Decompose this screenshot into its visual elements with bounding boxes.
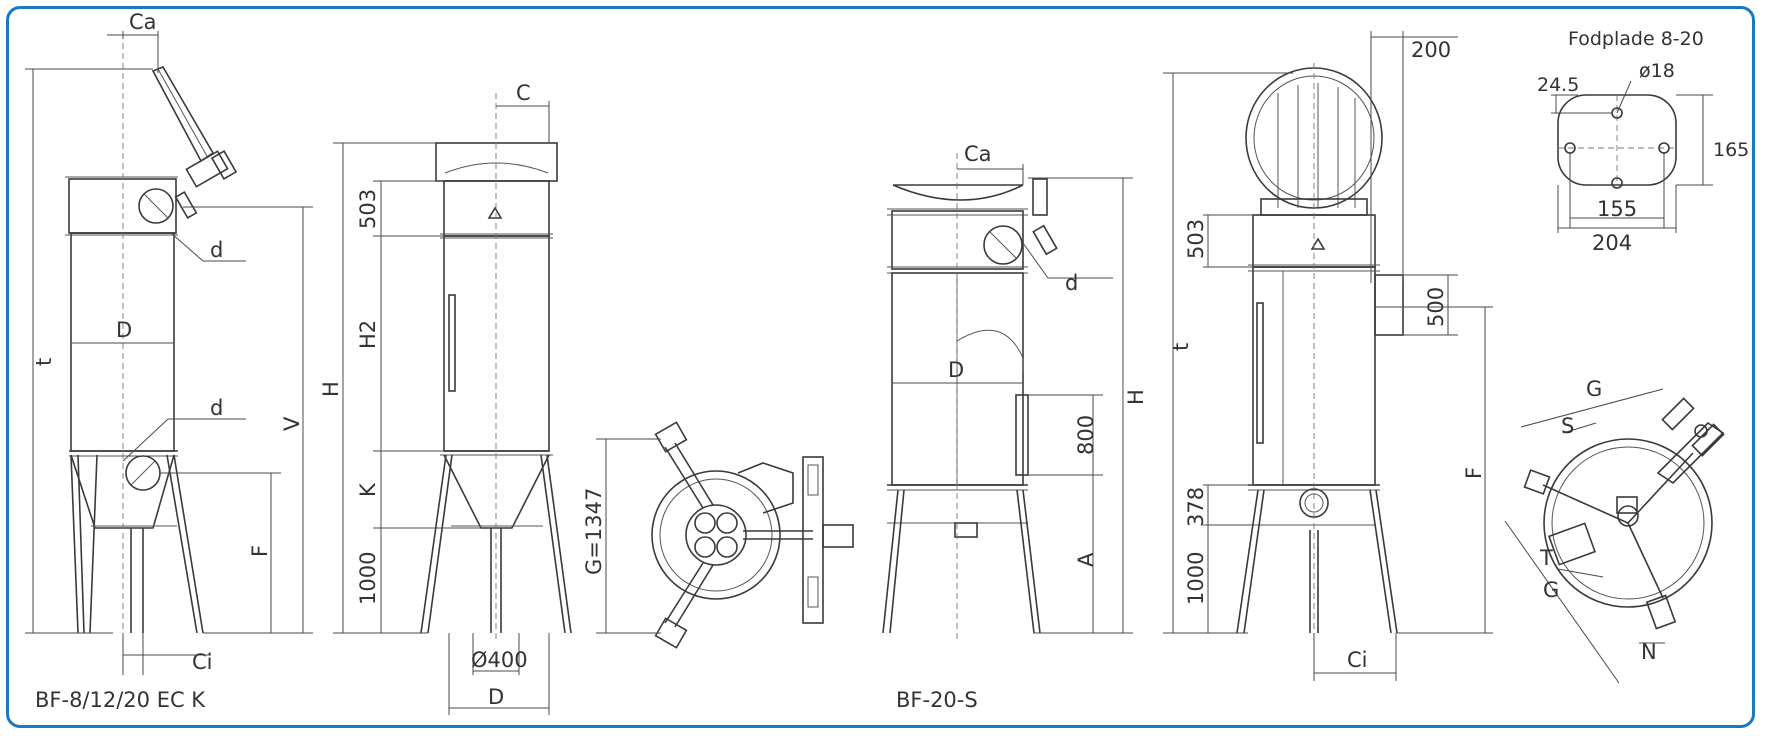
dim-500: 500 xyxy=(1424,287,1448,327)
dim-f-bf20s: F xyxy=(1462,467,1486,479)
footplate-title: Fodplade 8-20 xyxy=(1568,28,1704,50)
dim-dia400: Ø400 xyxy=(471,648,528,672)
dim-f-left: F xyxy=(248,545,272,557)
dim-g-bottom: G xyxy=(1543,578,1559,602)
dim-d-cylinder: D xyxy=(116,318,132,342)
dim-h-bf20s: H xyxy=(1124,389,1148,405)
fan-arm xyxy=(151,66,215,163)
dim-1000-bf20s: 1000 xyxy=(1184,552,1208,605)
dim-k: K xyxy=(356,482,380,497)
dim-ca-bf20s: Ca xyxy=(964,142,992,166)
top-module xyxy=(68,178,177,234)
dim-d-body-bf20s: D xyxy=(948,358,964,382)
technical-drawing: Ca d D t d V F Ci xyxy=(25,10,1749,715)
view-bf20s-side: Ca d D 800 A H xyxy=(882,142,1148,643)
dim-hole-18: ø18 xyxy=(1639,60,1675,82)
plan-outer-ring xyxy=(651,470,781,600)
dim-g-1347: G=1347 xyxy=(582,488,606,575)
drawing-frame: Ca d D t d V F Ci xyxy=(6,6,1755,728)
dim-503-bf20s: 503 xyxy=(1184,219,1208,259)
caption-left-model: BF-8/12/20 EC K xyxy=(35,688,206,712)
dim-n: N xyxy=(1641,640,1657,664)
dim-t-left: t xyxy=(32,358,56,366)
footplate-hole-bottom xyxy=(1611,177,1623,189)
view-ec-k-plan: G=1347 xyxy=(582,421,854,649)
caption-right-model: BF-20-S xyxy=(896,688,978,712)
view-ec-k-front: C 503 H2 H K 1000 Ø400 D xyxy=(319,81,572,715)
view-bf20s-front: t 503 200 500 F 378 1000 Ci xyxy=(1163,31,1493,681)
top-cover xyxy=(435,142,558,182)
dim-d-bf20s: d xyxy=(1065,271,1078,295)
dim-v: V xyxy=(280,416,304,431)
dim-s: S xyxy=(1561,414,1574,438)
bf20s-plan-ring xyxy=(1543,438,1713,608)
dim-d-upper: d xyxy=(210,238,223,262)
dim-ci-left: Ci xyxy=(192,650,213,674)
dim-h2: H2 xyxy=(356,320,380,349)
dim-1000-front: 1000 xyxy=(356,552,380,605)
dim-165: 165 xyxy=(1713,139,1749,161)
dim-378: 378 xyxy=(1184,487,1208,527)
dim-d-front: D xyxy=(488,685,504,709)
bf20s-side-inlet xyxy=(1374,274,1404,336)
hopper xyxy=(70,454,175,529)
view-footplate: Fodplade 8-20 24.5 ø18 165 155 204 xyxy=(1537,28,1749,255)
dim-ca-left: Ca xyxy=(129,10,157,34)
dim-t-bf20s: t xyxy=(1169,343,1193,351)
dim-g-top: G xyxy=(1586,377,1602,401)
dim-503-front: 503 xyxy=(356,189,380,229)
dim-800: 800 xyxy=(1074,415,1098,455)
inlet-upper xyxy=(138,188,174,224)
filter-body xyxy=(443,235,550,452)
dim-204: 204 xyxy=(1592,231,1632,255)
dim-c: C xyxy=(516,81,531,105)
dim-t-plan: T xyxy=(1539,546,1553,570)
dim-h-front: H xyxy=(319,381,343,397)
dim-155: 155 xyxy=(1597,197,1637,221)
dim-200: 200 xyxy=(1411,38,1451,62)
dim-d-lower: d xyxy=(210,396,223,420)
filter-cylinder xyxy=(70,232,175,452)
view-ec-k-side: Ca d D t d V F Ci xyxy=(25,10,313,675)
dim-24-5: 24.5 xyxy=(1537,74,1579,96)
bf20s-top-cone xyxy=(892,184,1024,201)
dim-ci-bf20s: Ci xyxy=(1347,648,1368,672)
dim-a: A xyxy=(1074,552,1098,567)
view-bf20s-plan: G S T G N xyxy=(1504,377,1725,684)
